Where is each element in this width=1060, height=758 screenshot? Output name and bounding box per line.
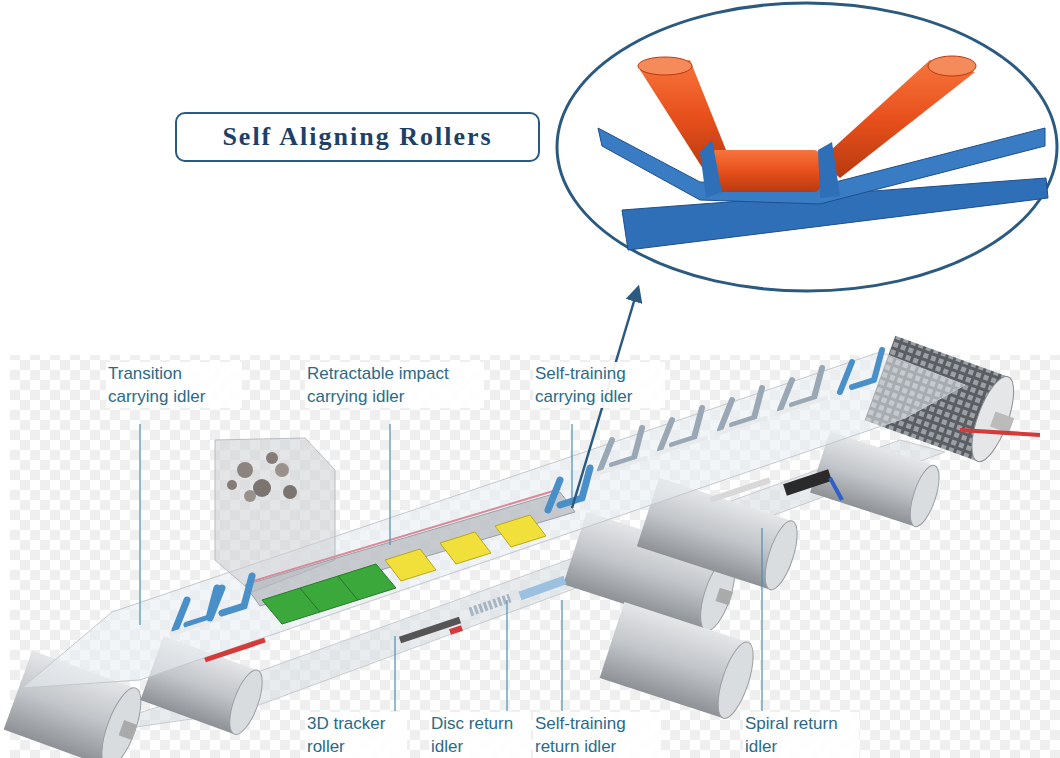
return-idlers: [205, 430, 1040, 660]
part-label: Transition carrying idler: [106, 362, 242, 408]
callout-title: Self Aligning Rollers: [222, 122, 492, 152]
pulleys: [4, 336, 1027, 758]
part-label: Retractable impact carrying idler: [305, 362, 484, 408]
callout-box: Self Aligning Rollers: [175, 112, 540, 162]
part-label: Spiral return idler: [743, 712, 859, 758]
leader-lines: [140, 424, 762, 711]
skirt-seal: [250, 489, 560, 582]
part-label: Self-training carrying idler: [533, 362, 665, 408]
troughing-idlers: [171, 350, 882, 634]
part-label: Disc return idler: [429, 712, 531, 758]
skirt-board: [245, 492, 575, 606]
part-label: Self-training return idler: [533, 712, 661, 758]
impact-idler: [385, 515, 546, 581]
part-label: 3D tracker roller: [305, 712, 407, 758]
carrying-belt: [22, 352, 965, 688]
callout-ellipse: [557, 3, 1057, 291]
self-aligning-idler-photo: [598, 56, 1048, 250]
impact-bed: [262, 564, 396, 624]
